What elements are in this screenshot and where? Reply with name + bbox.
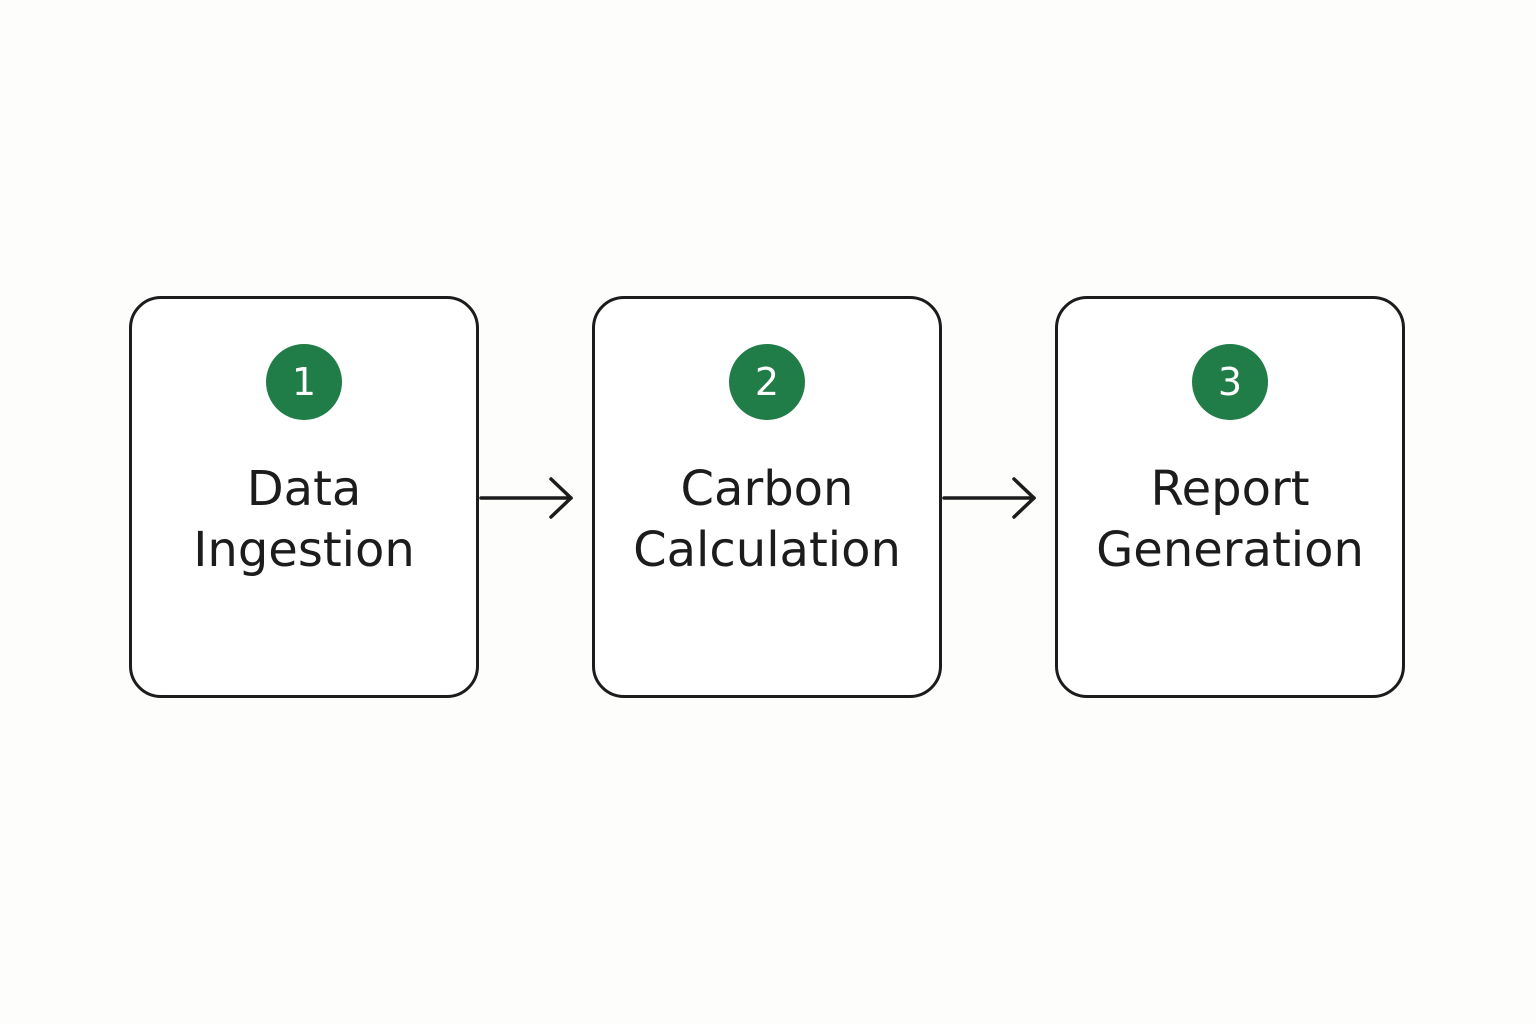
step-box-data-ingestion: 1 Data Ingestion bbox=[129, 296, 479, 698]
step-number-badge: 3 bbox=[1192, 344, 1268, 420]
step-box-carbon-calculation: 2 Carbon Calculation bbox=[592, 296, 942, 698]
arrow-right-icon bbox=[942, 477, 1036, 519]
step-box-report-generation: 3 Report Generation bbox=[1055, 296, 1405, 698]
step-title-line: Report bbox=[1150, 461, 1310, 517]
step-number-badge: 2 bbox=[729, 344, 805, 420]
step-title: Report Generation bbox=[1058, 459, 1402, 581]
step-title: Carbon Calculation bbox=[595, 459, 939, 581]
step-title-line: Calculation bbox=[633, 522, 901, 578]
step-title-line: Data bbox=[246, 461, 362, 517]
step-title-line: Ingestion bbox=[193, 522, 415, 578]
step-title-line: Carbon bbox=[680, 461, 854, 517]
step-title-line: Generation bbox=[1096, 522, 1364, 578]
step-number-badge: 1 bbox=[266, 344, 342, 420]
arrow-right-icon bbox=[479, 477, 573, 519]
step-title: Data Ingestion bbox=[132, 459, 476, 581]
